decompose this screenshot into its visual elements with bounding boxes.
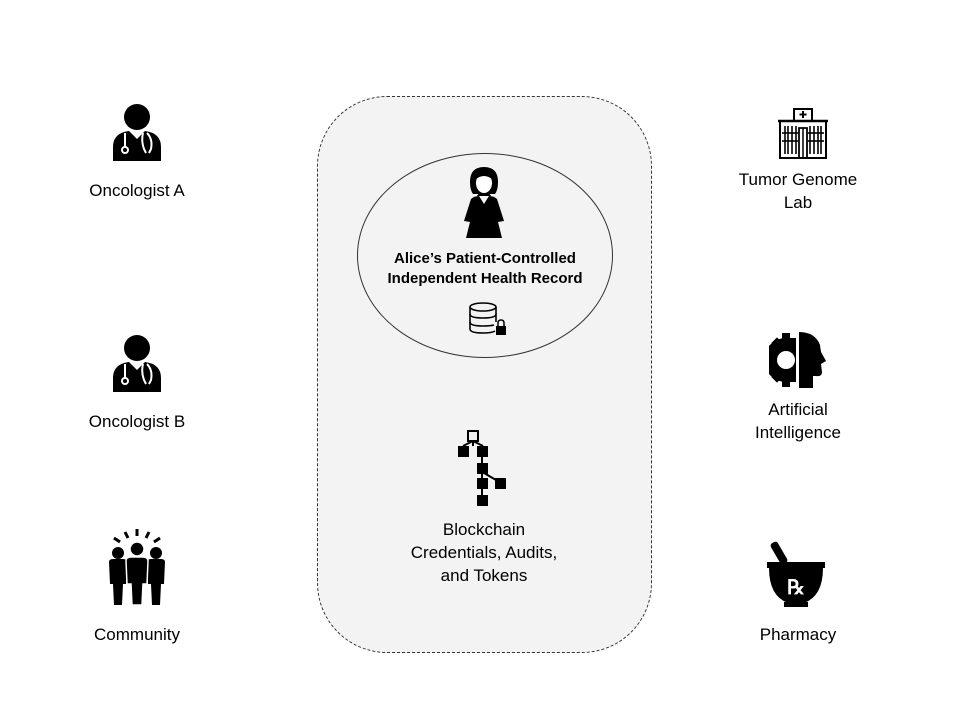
blockchain-label: Blockchain Credentials, Audits, and Toke… bbox=[410, 520, 558, 585]
locked-database-icon bbox=[469, 302, 506, 335]
tumor-genome-lab-label: Tumor Genome Lab bbox=[738, 170, 858, 212]
mortar-pestle-rx-icon: ℞ bbox=[767, 541, 825, 607]
woman-icon bbox=[464, 167, 504, 238]
community-label: Community bbox=[94, 625, 180, 644]
hospital-building-icon bbox=[778, 108, 828, 159]
community-icon bbox=[109, 529, 165, 606]
oncologist-a-label: Oncologist A bbox=[89, 181, 185, 200]
artificial-intelligence-label: Artificial Intelligence bbox=[754, 400, 841, 442]
health-record-title: Alice’s Patient-Controlled Independent H… bbox=[387, 250, 583, 287]
ai-head-gear-icon bbox=[769, 332, 826, 388]
pharmacy-label: Pharmacy bbox=[759, 625, 837, 644]
oncologist-b-label: Oncologist B bbox=[88, 412, 186, 431]
doctor-icon bbox=[113, 335, 161, 392]
doctor-icon bbox=[113, 104, 161, 161]
blockchain-icon bbox=[458, 430, 506, 506]
svg-text:℞: ℞ bbox=[787, 577, 805, 599]
